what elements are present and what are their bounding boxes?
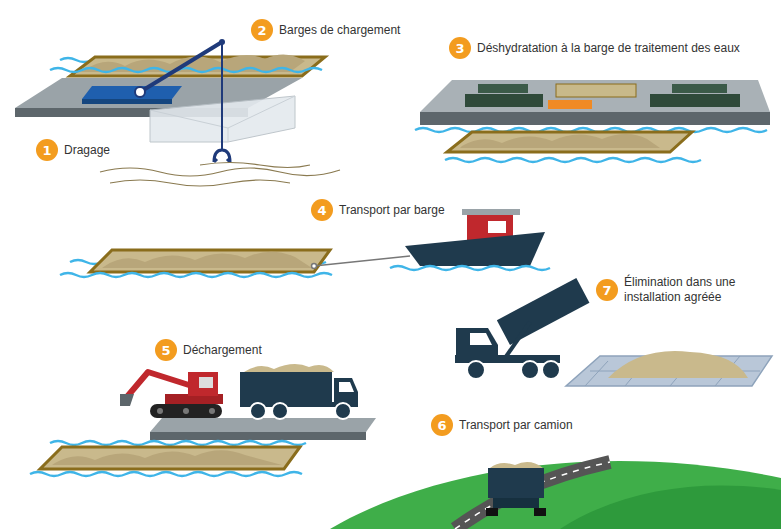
sand-load bbox=[244, 364, 334, 372]
truck-wheel bbox=[250, 403, 266, 419]
sand-load bbox=[52, 450, 282, 465]
container bbox=[548, 100, 592, 109]
boat-window bbox=[488, 221, 506, 233]
truck-cab bbox=[456, 328, 498, 360]
road bbox=[455, 462, 610, 529]
step-marker: 2 Barges de chargement bbox=[251, 19, 400, 41]
truck-window bbox=[339, 382, 354, 392]
truck-bed bbox=[488, 468, 544, 498]
truck-bed bbox=[240, 372, 332, 402]
quay-platform-side bbox=[150, 432, 366, 440]
step-marker: 7 Élimination dans une installation agréé… bbox=[596, 275, 752, 305]
step-label: Transport par barge bbox=[339, 203, 445, 218]
callout-number: 2 bbox=[251, 19, 273, 41]
crane-arm bbox=[140, 42, 222, 92]
road-marking bbox=[455, 462, 610, 529]
step-label: Transport par camion bbox=[459, 418, 573, 433]
sand-barge bbox=[40, 447, 300, 469]
water-line bbox=[60, 273, 332, 277]
step-marker: 3 Déshydratation à la barge de traitement… bbox=[449, 37, 740, 59]
green-hill-shade bbox=[560, 486, 781, 529]
step-label: Élimination dans une installation agréée bbox=[624, 275, 752, 305]
treatment-barge-side bbox=[420, 112, 770, 125]
truck-wheel bbox=[486, 508, 498, 516]
quay-platform bbox=[150, 418, 376, 432]
sand-barge bbox=[447, 132, 692, 152]
dredge-machine-side bbox=[82, 99, 172, 104]
green-hill bbox=[330, 461, 781, 529]
silt-curtain-edge bbox=[228, 128, 229, 142]
boat-roof bbox=[462, 209, 520, 215]
water-line bbox=[50, 441, 306, 445]
callout-number: 6 bbox=[431, 414, 453, 436]
truck-cab bbox=[334, 378, 358, 404]
excavator-window bbox=[199, 377, 213, 388]
tow-hook bbox=[312, 264, 317, 269]
sand-barge bbox=[90, 250, 330, 272]
grab-bucket bbox=[214, 150, 230, 162]
step-marker: 4 Transport par barge bbox=[311, 199, 445, 221]
callout-number: 3 bbox=[449, 37, 471, 59]
tow-line bbox=[314, 256, 410, 266]
seabed-line bbox=[200, 163, 310, 168]
boat-hull bbox=[405, 232, 545, 266]
callout-number: 4 bbox=[311, 199, 333, 221]
hydraulic-piston bbox=[505, 322, 530, 358]
truck-wheel bbox=[521, 361, 539, 379]
excavator-tracks bbox=[150, 404, 222, 418]
treatment-barge bbox=[420, 80, 770, 112]
dredge-machine bbox=[82, 86, 182, 99]
truck-window bbox=[470, 333, 492, 345]
sand-load bbox=[102, 252, 312, 268]
step-label: Dragage bbox=[64, 143, 110, 158]
step-label: Déshydratation à la barge de traitement … bbox=[477, 41, 740, 56]
callout-number: 1 bbox=[36, 139, 58, 161]
water-line bbox=[445, 158, 701, 162]
callout-number: 7 bbox=[596, 279, 618, 301]
sediment-pile bbox=[608, 351, 748, 378]
step-marker: 5 Déchargement bbox=[155, 339, 262, 361]
sand-load bbox=[490, 462, 543, 468]
excavator-arm bbox=[126, 372, 192, 398]
track-wheel bbox=[157, 408, 163, 414]
container bbox=[672, 84, 727, 93]
truck-wheel bbox=[542, 361, 560, 379]
track-wheel bbox=[209, 408, 215, 414]
water-line bbox=[30, 472, 302, 476]
seabed-line bbox=[110, 180, 290, 186]
water-line bbox=[390, 266, 550, 270]
container bbox=[650, 94, 740, 107]
truck-wheel bbox=[467, 361, 485, 379]
track-wheel bbox=[183, 408, 189, 414]
truck-rear bbox=[493, 498, 539, 508]
container bbox=[478, 84, 528, 93]
step-label: Barges de chargement bbox=[279, 23, 400, 38]
callout-number: 5 bbox=[155, 339, 177, 361]
truck-wheel bbox=[534, 508, 546, 516]
crane-cable bbox=[221, 42, 223, 150]
step-marker: 1 Dragage bbox=[36, 139, 110, 161]
seabed-line bbox=[100, 168, 340, 176]
crane-pivot bbox=[135, 87, 145, 97]
truck-wheel bbox=[335, 403, 351, 419]
container bbox=[556, 84, 636, 97]
excavator-bucket bbox=[120, 394, 134, 406]
step-label: Déchargement bbox=[183, 343, 262, 358]
silt-curtain-edge bbox=[228, 96, 295, 128]
truck-wheel bbox=[272, 403, 288, 419]
tipping-bed bbox=[497, 278, 590, 345]
silt-curtain-edge bbox=[150, 110, 228, 128]
step-marker: 6 Transport par camion bbox=[431, 414, 573, 436]
water-line bbox=[50, 68, 322, 72]
sand-load bbox=[460, 134, 660, 148]
container bbox=[465, 94, 543, 107]
